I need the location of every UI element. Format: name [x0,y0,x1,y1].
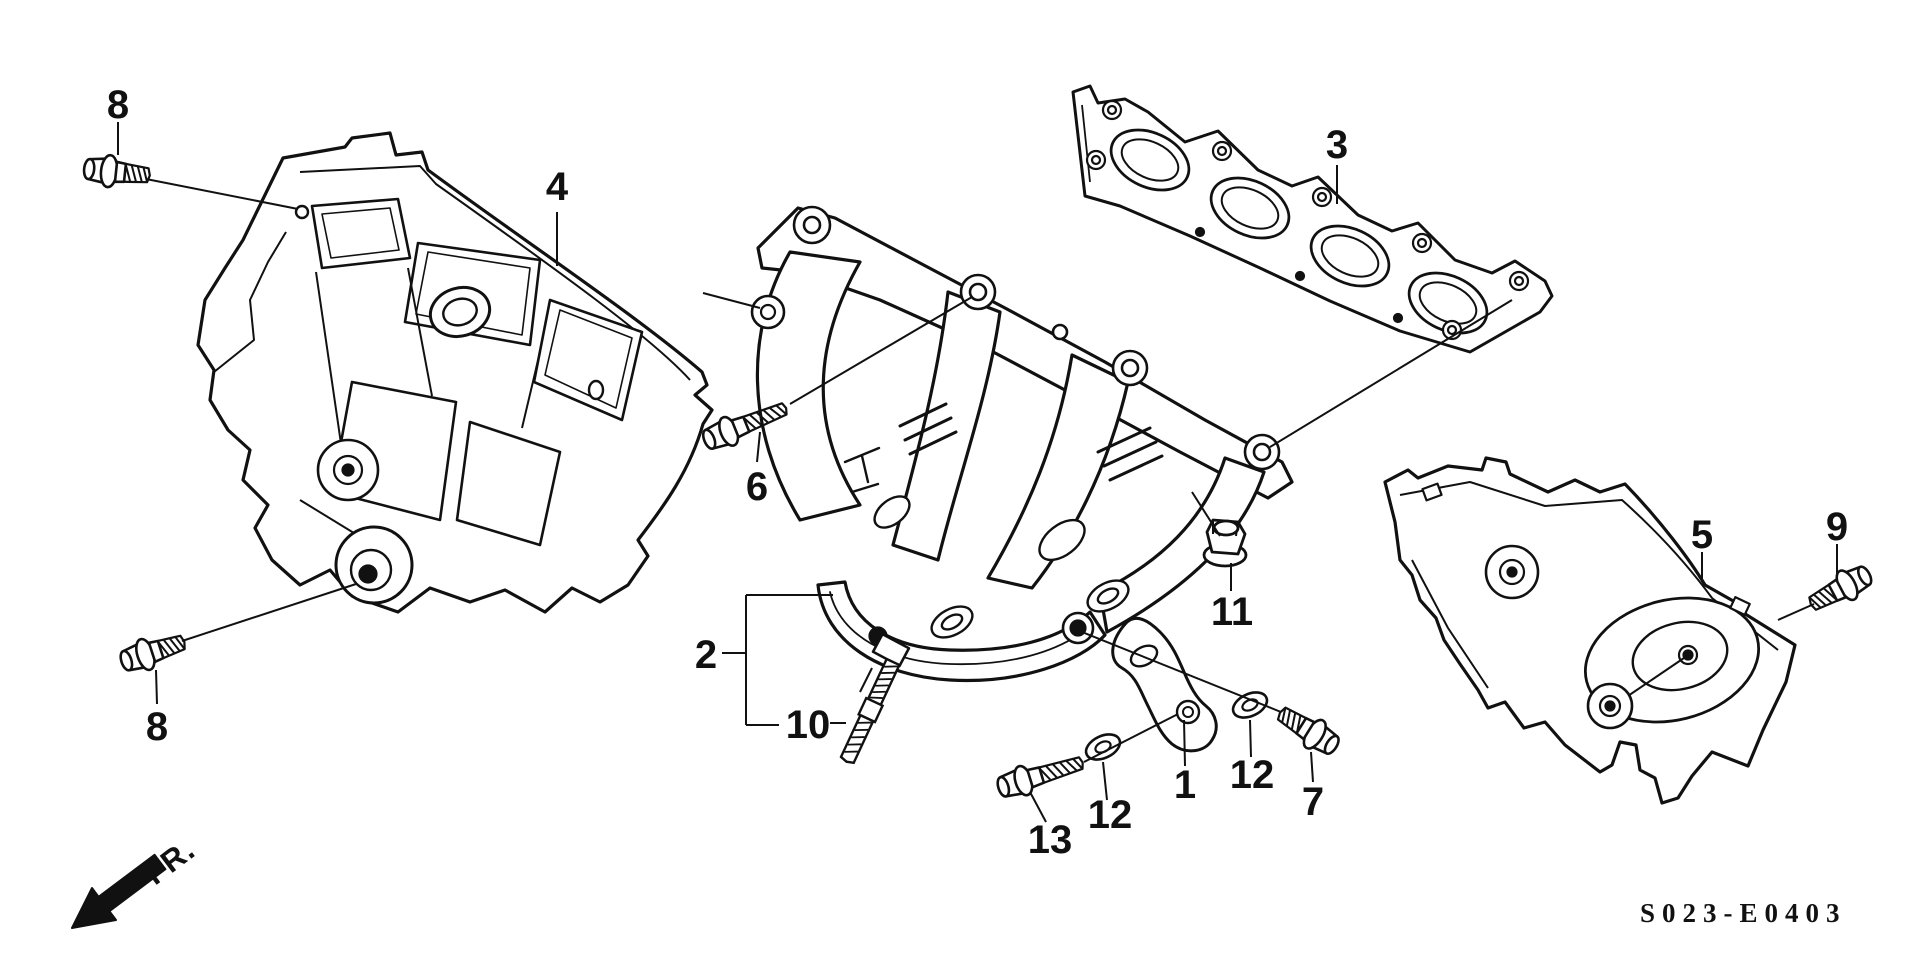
bolt-13 [992,746,1089,804]
callout-2[interactable]: 2 [695,633,717,677]
front-arrow-icon [72,855,165,928]
heat-shield-lower [1385,458,1795,803]
leader-lines [118,122,1837,822]
bolt-8-bottom [115,625,191,679]
bracket-stay-1 [1113,618,1217,750]
callout-4[interactable]: 4 [546,165,569,209]
bolt-8-top [81,151,153,193]
callout-8-bottom[interactable]: 8 [146,705,168,749]
front-direction-indicator: FR. [72,832,201,928]
bolt-7 [1270,697,1346,763]
callout-1[interactable]: 1 [1174,763,1196,807]
callout-11[interactable]: 11 [1211,590,1253,634]
diagram-code: S023-E0403 [1640,898,1847,928]
callout-12-left[interactable]: 12 [1088,793,1133,837]
callout-5[interactable]: 5 [1691,513,1713,557]
callout-9[interactable]: 9 [1826,505,1848,549]
manifold-gasket [1073,86,1552,352]
bolt-9 [1802,558,1878,620]
callout-3[interactable]: 3 [1326,123,1348,167]
stud-10 [838,658,901,765]
callout-8-top[interactable]: 8 [107,83,129,127]
exhaust-manifold [752,207,1292,680]
nut-11 [1204,520,1246,566]
callout-10[interactable]: 10 [786,703,831,747]
callout-6[interactable]: 6 [746,465,768,509]
callout-13[interactable]: 13 [1028,818,1073,862]
callout-12-right[interactable]: 12 [1230,753,1275,797]
callout-7[interactable]: 7 [1302,780,1324,824]
heat-shield-upper [198,133,712,612]
